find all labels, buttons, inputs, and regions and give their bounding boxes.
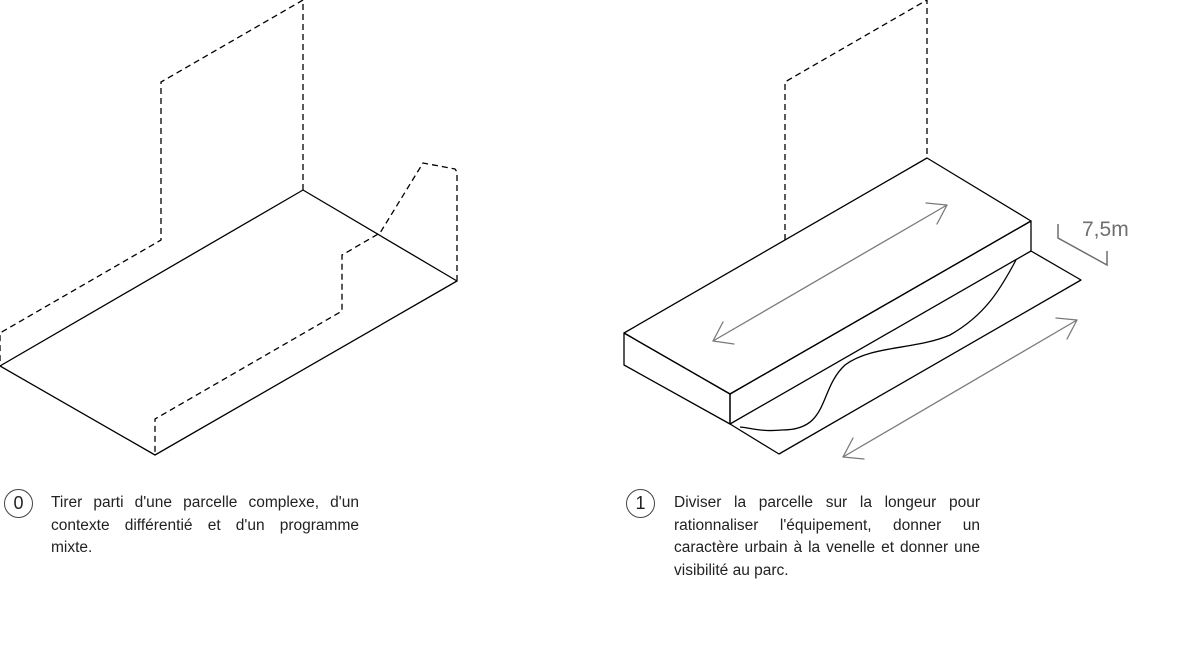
arrow-volume-length: [712, 204, 948, 342]
step-1-caption: Diviser la parcelle sur la longeur pour …: [674, 494, 980, 579]
volume-front-face: [623, 332, 731, 425]
arrowhead-volume-a: [712, 321, 735, 345]
arrowhead-lane-b: [1055, 317, 1078, 340]
arrowhead-volume-b: [925, 202, 948, 225]
diagram-0-parcel: [0, 189, 458, 456]
arrow-lane-length: [842, 319, 1078, 458]
context-right-building: [154, 162, 458, 455]
lane-strip-outline: [729, 250, 1082, 455]
park-edge-curve: [739, 259, 1017, 432]
length-arrows: [712, 202, 1078, 460]
volume-side-face: [729, 220, 1032, 425]
diagram-0-context: [0, 0, 458, 455]
dimension-bracket: [1057, 224, 1108, 267]
width-dimension: 7,5m: [1057, 218, 1129, 267]
diagram-1-context: [784, 0, 928, 240]
dimension-label: 7,5m: [1082, 218, 1129, 241]
parcel-0-outline: [0, 189, 458, 456]
context-back-building: [784, 0, 928, 240]
step-0-number: 0: [4, 489, 33, 518]
diagram-1-parcel: [623, 157, 1082, 455]
volume-top-face: [623, 157, 1032, 395]
step-1-number: 1: [626, 489, 655, 518]
arrowhead-lane-a: [842, 437, 865, 460]
context-back-building: [0, 0, 304, 366]
step-0-caption: Tirer parti d'une parcelle complexe, d'u…: [51, 494, 359, 556]
